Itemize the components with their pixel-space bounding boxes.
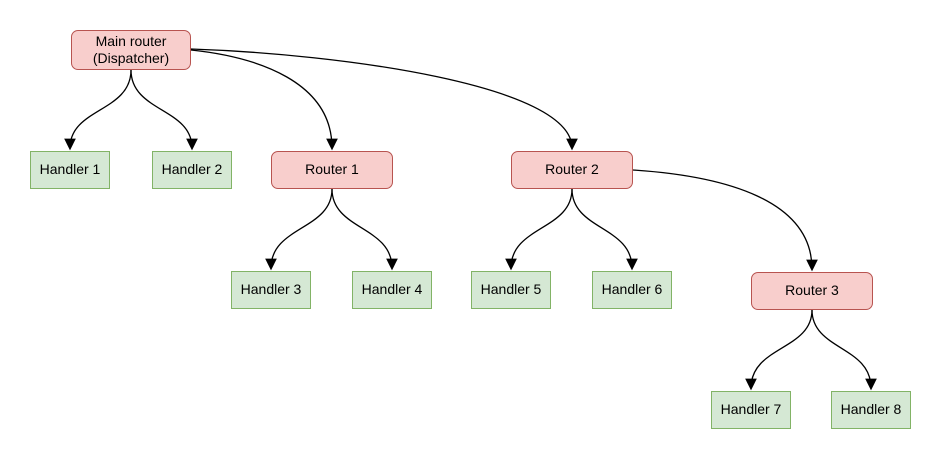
node-handler-1: Handler 1	[30, 151, 110, 189]
node-handler-2: Handler 2	[152, 151, 232, 189]
edge-main-router-to-router-2	[190, 48, 578, 151]
node-handler-4-label: Handler 4	[361, 281, 423, 298]
edge-router-2-to-router-3	[632, 169, 818, 272]
node-router-2-label: Router 2	[545, 161, 599, 178]
node-handler-6: Handler 6	[592, 271, 672, 309]
node-handler-8-label: Handler 8	[840, 401, 902, 418]
node-router-3: Router 3	[751, 272, 873, 310]
node-main-router: Main router (Dispatcher)	[71, 30, 191, 70]
node-router-3-label: Router 3	[785, 282, 839, 299]
node-handler-3-label: Handler 3	[240, 281, 302, 298]
edge-router-1-to-handler-4	[331, 188, 398, 271]
node-handler-8: Handler 8	[831, 391, 911, 429]
edge-main-router-to-handler-2	[130, 69, 198, 151]
node-router-2: Router 2	[511, 151, 633, 189]
edge-router-3-to-handler-8	[811, 309, 877, 391]
node-handler-7-label: Handler 7	[720, 401, 782, 418]
node-handler-5: Handler 5	[471, 271, 551, 309]
node-router-1: Router 1	[271, 151, 393, 189]
edge-router-2-to-handler-6	[571, 188, 638, 271]
node-handler-4: Handler 4	[352, 271, 432, 309]
node-handler-7: Handler 7	[711, 391, 791, 429]
edge-main-router-to-handler-1	[64, 69, 132, 151]
node-main-router-label-line1: Main router	[95, 32, 167, 49]
edge-router-1-to-handler-3	[265, 188, 333, 271]
node-handler-5-label: Handler 5	[480, 281, 542, 298]
edge-router-2-to-handler-5	[505, 188, 573, 271]
node-router-1-label: Router 1	[305, 161, 359, 178]
edge-router-3-to-handler-7	[745, 309, 813, 391]
node-handler-1-label: Handler 1	[39, 161, 101, 178]
node-handler-3: Handler 3	[231, 271, 311, 309]
node-main-router-label-line2: (Dispatcher)	[92, 50, 170, 66]
edge-main-router-to-router-1	[190, 49, 338, 151]
node-handler-6-label: Handler 6	[601, 281, 663, 298]
node-handler-2-label: Handler 2	[161, 161, 223, 178]
